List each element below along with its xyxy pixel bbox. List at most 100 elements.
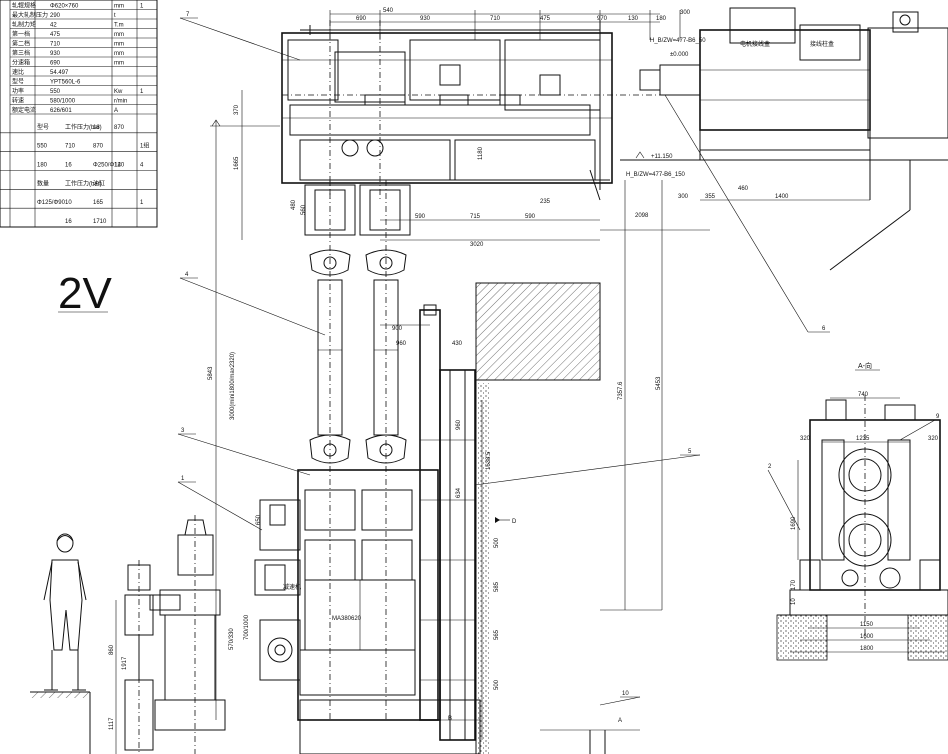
spec-cell: T.m: [114, 23, 124, 29]
spec-cell: 第二档: [12, 40, 30, 48]
dim-top-690: 690: [356, 16, 367, 22]
dim-590-a: 590: [415, 214, 426, 220]
spec-lower-cell: 870: [114, 125, 125, 131]
main-motor: 电机接线盒 接线柱盒: [639, 7, 948, 160]
dim-700-1000: 700/1000: [244, 614, 250, 640]
spec-lower-cell: 870: [93, 144, 104, 150]
spec-cell: mm: [114, 4, 124, 10]
spec-cell: 1: [140, 89, 144, 95]
dim-3020: 3020: [470, 242, 484, 248]
annot-hb-50: H_B/ZW=477-B6_50: [650, 38, 706, 44]
sec-dim-740: 740: [858, 392, 869, 398]
spec-lower-cell: 工作压力(bar): [65, 179, 102, 187]
spec-lower-cell: 710: [65, 144, 76, 150]
spec-cell: 转速: [12, 97, 24, 105]
spec-cell: 690: [50, 61, 61, 67]
dim-5453: 5453: [656, 376, 662, 390]
dim-480: 480: [291, 199, 297, 210]
dim-5843: 5843: [208, 366, 214, 380]
spec-cell: Φ620×760: [50, 4, 79, 10]
spec-cell: YPT560L-6: [50, 80, 81, 86]
dim-715: 715: [470, 214, 481, 220]
annot-phi80: B: [448, 716, 452, 722]
spec-lower-cell: 工作压力(bar): [65, 123, 102, 131]
dim-1665: 1665: [234, 156, 240, 170]
spec-cell: 550: [50, 89, 61, 95]
sec-dim-1600: 1600: [860, 634, 874, 640]
spec-cell: mm: [114, 51, 124, 57]
spec-cell: 轧制力矩: [12, 21, 36, 29]
dim-565: 565: [494, 629, 500, 640]
sec-dim-10: 10: [791, 598, 797, 605]
callout-6: 6: [822, 326, 826, 332]
callouts: 7 4 3 1 5 6 2 9 10: [177, 12, 940, 706]
dim-300-b: 300: [678, 194, 689, 200]
dim-top-475: 475: [540, 16, 551, 22]
spec-cell: 1: [140, 4, 144, 10]
spec-lower-cell: 数量: [37, 179, 49, 187]
dim-top-180: 180: [656, 16, 667, 22]
top-dimensions: 540 690 930 710 475 970 130 180 300 590 …: [329, 8, 870, 248]
dim-585: 585: [494, 581, 500, 592]
spec-lower-cell: 1: [140, 200, 144, 206]
dim-430: 430: [452, 341, 463, 347]
callout-9: 9: [936, 414, 940, 420]
spec-lower-cell: 16: [93, 125, 100, 131]
section-title: A-向: [858, 361, 872, 370]
dim-spindle-range: 3000(mini1800/max2320): [230, 352, 236, 420]
dim-860: 860: [109, 644, 115, 655]
dim-top-970: 970: [597, 16, 608, 22]
spec-cell: 710: [50, 42, 61, 48]
spec-cell: 分速箱: [12, 59, 30, 67]
spec-lower-cell: Φ125/Φ90: [37, 200, 66, 206]
dim-560: 560: [301, 204, 307, 215]
spec-cell: 速比: [12, 68, 24, 76]
spec-cell: Kw: [114, 89, 123, 95]
spec-cell: 42: [50, 23, 57, 29]
annot-thread: A: [618, 718, 622, 724]
spec-cell: 580/1000: [50, 99, 76, 105]
sec-dim-1800: 1800: [860, 646, 874, 652]
dim-top-930: 930: [420, 16, 431, 22]
spec-lower-cell: 10: [65, 200, 72, 206]
spec-lower-cell: 1710: [93, 219, 107, 225]
callout-5: 5: [688, 449, 692, 455]
dim-900: 900: [392, 326, 403, 332]
spec-cell: t: [114, 13, 116, 19]
dim-570-330: 570/330: [229, 628, 235, 650]
sec-dim-1235: 1235: [856, 436, 870, 442]
spec-lower-cell: 1组: [140, 142, 149, 150]
spec-cell: mm: [114, 42, 124, 48]
spec-cell: A: [114, 108, 118, 114]
dim-355: 355: [705, 194, 716, 200]
spec-cell: mm: [114, 32, 124, 38]
stand-label: 2V: [58, 269, 112, 318]
dim-370: 370: [234, 104, 240, 115]
spec-cell: 最大轧制压力: [12, 11, 48, 19]
sec-dim-320-b: 320: [800, 436, 811, 442]
spec-cell: 54.497: [50, 70, 69, 76]
spec-lower-cell: 550: [37, 144, 48, 150]
dim-1117: 1117: [109, 717, 115, 730]
dim-960-a: 960: [456, 419, 462, 430]
dim-235: 235: [540, 199, 551, 205]
dim-634: 634: [456, 487, 462, 498]
spec-cell: 475: [50, 32, 61, 38]
dim-top-540: 540: [383, 8, 394, 14]
sec-dim-320-a: 320: [928, 436, 939, 442]
section-mark-a: D: [512, 519, 517, 525]
sec-dim-1150: 1150: [860, 622, 874, 628]
universal-spindles: 900 960 430 3000(mini1800/max2320): [230, 180, 463, 720]
callout-2: 2: [768, 464, 772, 470]
level-zero: +11.150: [651, 154, 673, 160]
dim-960-b: 960: [396, 341, 407, 347]
spec-cell: 第一档: [12, 30, 30, 38]
spec-cell: mm: [114, 61, 124, 67]
spec-lower-cell: 4: [140, 163, 144, 169]
spec-lower-cell: 油缸: [93, 179, 105, 187]
hydraulic-unit: 860 1917 1117: [109, 515, 226, 754]
dim-590-b: 590: [525, 214, 536, 220]
